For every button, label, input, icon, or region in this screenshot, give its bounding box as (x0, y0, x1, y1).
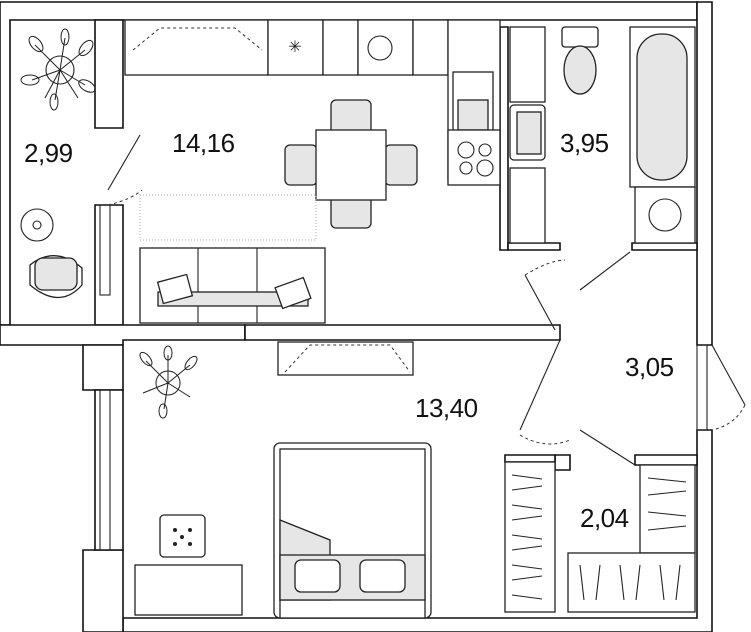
plant-icon (20, 28, 96, 111)
room-area-bedroom: 13,40 (415, 393, 478, 423)
doors (107, 134, 746, 466)
bedroom-furniture (134, 341, 432, 619)
windows (99, 204, 708, 551)
kitchen-furniture: ✳ (124, 19, 501, 324)
room-area-balcony: 2,99 (24, 138, 73, 168)
balcony-furniture (20, 28, 96, 298)
room-area-wardrobe: 2,04 (580, 503, 629, 533)
bathroom-fixtures (509, 26, 696, 244)
plant-icon (139, 345, 198, 419)
wardrobe-furniture (504, 461, 696, 613)
room-area-kitchen-living: 14,16 (172, 128, 235, 158)
room-area-hallway: 3,05 (625, 352, 674, 382)
room-area-bathroom: 3,95 (560, 128, 609, 158)
svg-text:✳: ✳ (288, 39, 301, 56)
